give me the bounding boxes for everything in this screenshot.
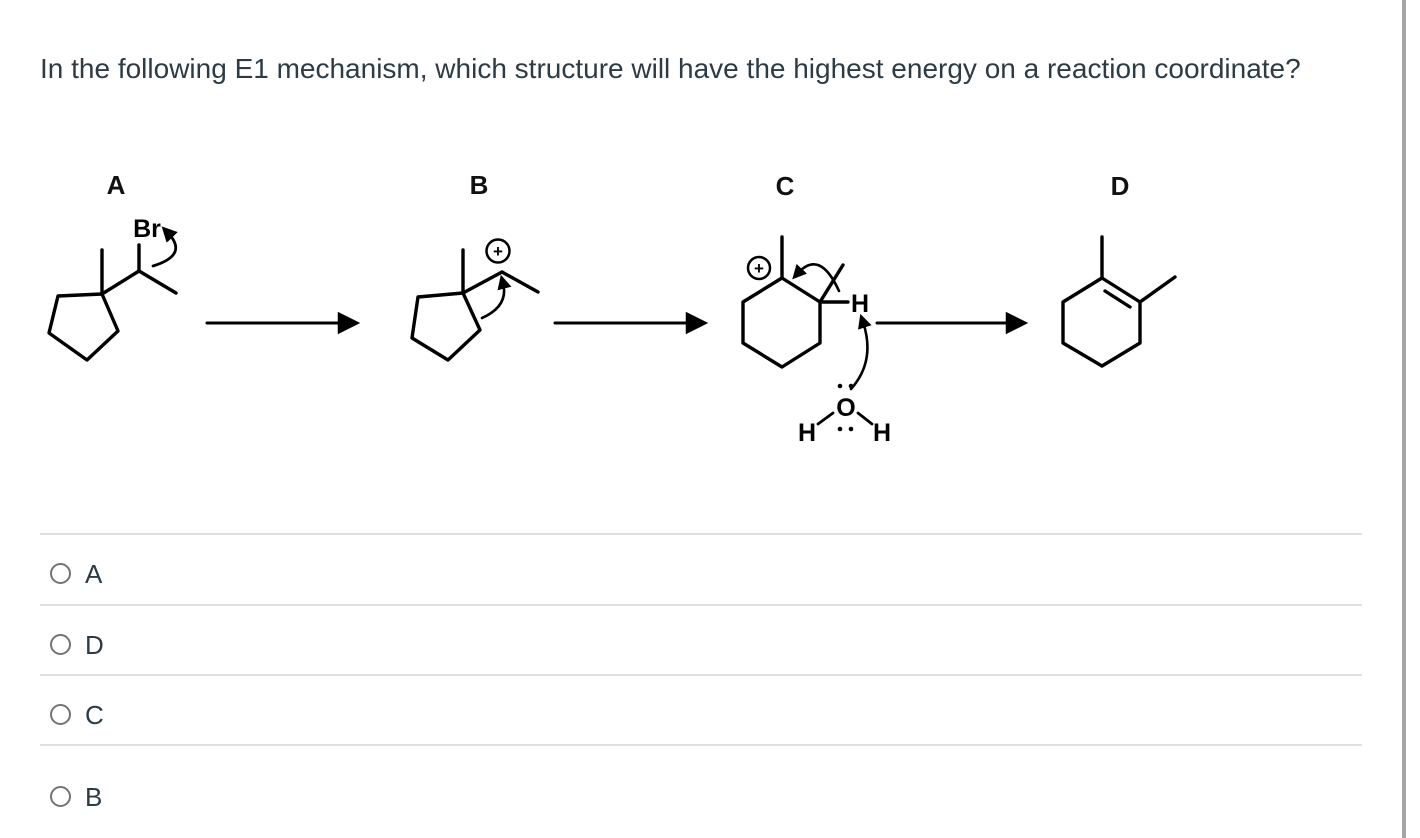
lone-pair-dot: [848, 426, 854, 432]
bromine-atom-label: Br: [133, 215, 161, 243]
cyclopentane-ring: [47, 292, 120, 362]
structure-b-label: B: [470, 170, 489, 200]
structure-c-label: C: [776, 171, 795, 201]
option-row-D[interactable]: D: [40, 604, 1362, 674]
structure-d-label: D: [1111, 171, 1130, 201]
structure-c-tertiary-carbocation: + H O H H: [741, 235, 891, 447]
option-label: B: [85, 781, 103, 812]
plus-charge-icon: +: [754, 259, 764, 278]
option-row-A[interactable]: A: [40, 533, 1362, 603]
question-text: In the following E1 mechanism, which str…: [40, 53, 1301, 84]
plus-charge-circle-icon: [746, 255, 772, 281]
beta-hydrogen-label: H: [851, 290, 869, 318]
plus-charge-icon: +: [493, 242, 503, 261]
radio-button-A[interactable]: [50, 563, 71, 584]
water-oxygen-label: O: [836, 394, 855, 422]
water-hydrogen-left-label: H: [798, 419, 816, 447]
plus-charge-circle-icon: [485, 238, 511, 264]
option-row-B[interactable]: B: [40, 744, 1362, 838]
scrollbar[interactable]: [1402, 0, 1406, 838]
curved-arrow-ring-expansion: [480, 274, 512, 320]
curved-arrow-ch-to-pi-bond: [792, 263, 841, 293]
cyclohexene-ring: [1061, 276, 1142, 368]
option-label: C: [85, 699, 104, 730]
structure-a-alkyl-bromide: Br: [47, 215, 178, 362]
radio-button-B[interactable]: [50, 786, 71, 807]
lone-pair-dot: [837, 426, 843, 432]
cyclopentane-ring: [410, 291, 482, 362]
lone-pair-dot: [837, 383, 843, 389]
radio-button-D[interactable]: [50, 634, 71, 655]
curved-arrow-br-leaving: [151, 226, 178, 268]
water-hydrogen-right-label: H: [873, 419, 891, 447]
water-molecule: O H H: [798, 383, 891, 447]
curved-arrow-water-deprotonation: [849, 313, 872, 391]
option-label: D: [85, 629, 104, 660]
structure-a-label: A: [107, 170, 126, 200]
cyclohexane-ring: [741, 276, 822, 369]
structure-d-alkene-product: [1061, 235, 1177, 368]
structure-b-secondary-carbocation: +: [410, 238, 540, 362]
option-row-C[interactable]: C: [40, 674, 1362, 744]
double-bond-inner-line: [1103, 289, 1132, 309]
option-label: A: [85, 558, 103, 589]
e1-mechanism-figure: A B C D Br +: [47, 170, 1177, 447]
radio-button-C[interactable]: [50, 704, 71, 725]
